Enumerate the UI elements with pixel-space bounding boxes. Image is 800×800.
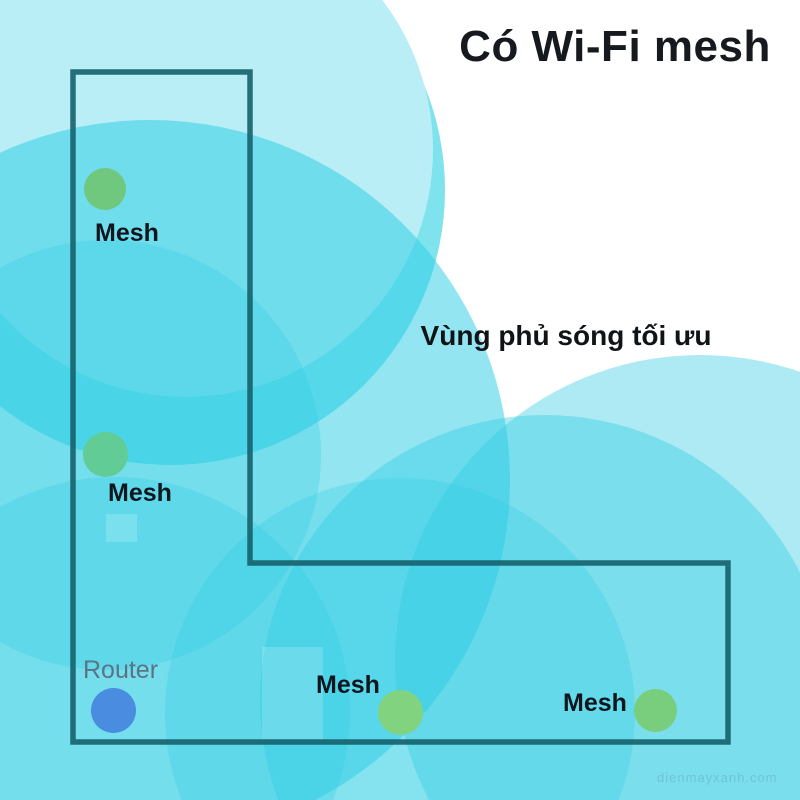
mesh-node-dot xyxy=(634,689,677,732)
mesh-node-dot xyxy=(84,168,126,210)
mesh-node-label: Mesh xyxy=(316,671,380,699)
floorplan-outline xyxy=(70,69,731,745)
watermark: dienmayxanh.com xyxy=(657,770,778,785)
coverage-circle-mesh2 xyxy=(0,240,321,670)
mesh-node-dot xyxy=(378,690,423,735)
mesh-node-label: Mesh xyxy=(95,219,159,247)
floorplan-light-patch-large xyxy=(262,647,323,740)
coverage-caption: Vùng phủ sóng tối ưu xyxy=(420,320,712,351)
coverage-circle-router xyxy=(0,477,350,800)
mesh-node-label: Mesh xyxy=(108,479,172,507)
floorplan-light-patch-small xyxy=(106,514,137,542)
router-node-dot xyxy=(91,688,136,733)
router-node-label: Router xyxy=(83,656,159,684)
coverage-circle-left-large xyxy=(0,120,510,800)
coverage-circle-mesh3 xyxy=(165,478,635,800)
page-title: Có Wi-Fi mesh xyxy=(459,22,771,71)
mesh-node-dot xyxy=(83,432,128,477)
mesh-node-label: Mesh xyxy=(563,689,627,717)
